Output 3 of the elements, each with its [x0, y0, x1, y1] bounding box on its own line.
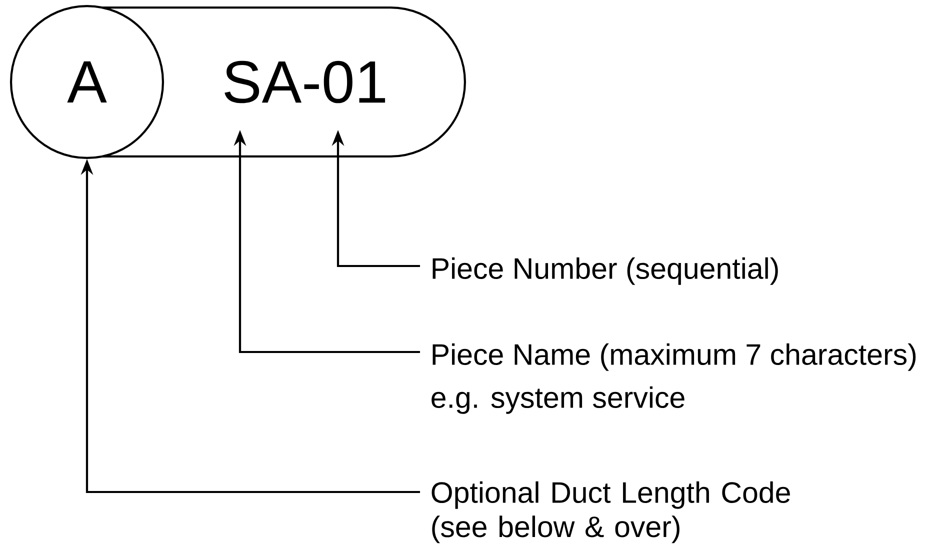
description-text: Piece Name (maximum 7 characters) e.g. system service [432, 343, 916, 414]
description-text: Piece Number (sequential) [432, 257, 778, 285]
description-text: Optional Duct Length Code (see below & over) [432, 481, 790, 544]
